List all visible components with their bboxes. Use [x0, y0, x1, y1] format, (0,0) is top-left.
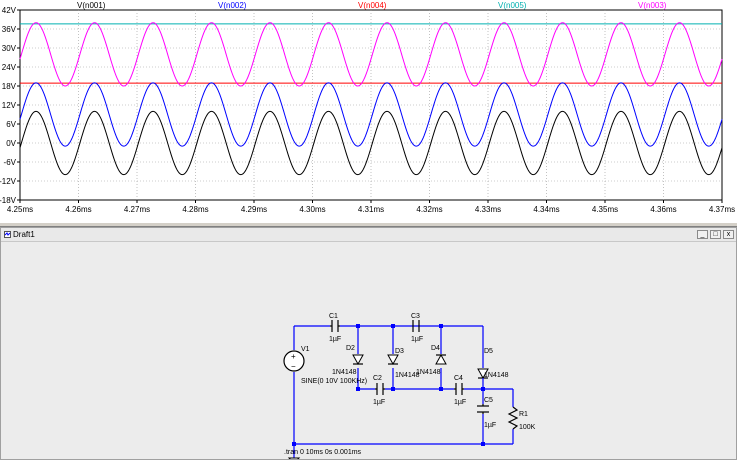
y-tick-label: 6V [6, 120, 16, 129]
schematic-title: Draft1 [13, 230, 35, 239]
junction-dot [439, 324, 443, 328]
d3-model: 1N4148 [395, 372, 420, 379]
c3-label: C3 [411, 313, 420, 320]
schematic-titlebar[interactable]: Draft1 _ □ x [1, 228, 736, 242]
capacitor-c4[interactable] [454, 383, 464, 395]
c5-label: C5 [484, 397, 493, 404]
c4-value: 1µF [454, 399, 466, 406]
y-tick-label: 0V [6, 139, 16, 148]
junction-dot [439, 387, 443, 391]
trace-label-n004[interactable]: V(n004) [358, 1, 387, 10]
r1-label: R1 [519, 411, 528, 418]
trace-label-n003[interactable]: V(n003) [638, 1, 667, 10]
junction-dot [391, 324, 395, 328]
svg-text:+: + [291, 352, 296, 361]
junction-dot [356, 324, 360, 328]
y-tick-label: 36V [2, 25, 17, 34]
resistor-r1[interactable] [507, 406, 519, 430]
diode-d4[interactable] [435, 353, 447, 368]
y-tick-label: 42V [2, 6, 17, 15]
tran-directive[interactable]: .tran 0 10ms 0s 0.001ms [284, 449, 362, 456]
trace-n002[interactable] [19, 82, 723, 147]
x-tick-label: 4.29ms [241, 205, 267, 214]
schematic-canvas[interactable]: + − C1 1µF C3 1µF C2 1µF C4 [1, 242, 736, 459]
svg-text:−: − [291, 362, 296, 371]
wires [293, 325, 514, 458]
x-tick-label: 4.25ms [7, 205, 33, 214]
junction-dot [356, 387, 360, 391]
trace-n001[interactable] [19, 110, 723, 176]
y-tick-label: 24V [2, 63, 17, 72]
junction-dot [391, 387, 395, 391]
diode-d5[interactable] [477, 368, 489, 389]
y-tick-label: -18V [0, 196, 17, 205]
junction-dot [481, 442, 485, 446]
v1-label: V1 [301, 346, 310, 353]
junction-dot [481, 387, 485, 391]
voltage-source-v1[interactable]: + − [283, 350, 305, 372]
junction-dot [292, 442, 296, 446]
capacitor-c1[interactable] [330, 320, 340, 332]
diode-d3[interactable] [387, 354, 399, 368]
y-tick-label: 18V [2, 82, 17, 91]
close-button[interactable]: x [723, 230, 734, 239]
c2-label: C2 [373, 375, 382, 382]
pane-splitter[interactable] [0, 222, 737, 227]
trace-label-n005[interactable]: V(n005) [498, 1, 527, 10]
c5-value: 1µF [484, 422, 496, 429]
maximize-button[interactable]: □ [710, 230, 721, 239]
trace-label-n001[interactable]: V(n001) [77, 1, 106, 10]
d5-model: 1N4148 [484, 372, 509, 379]
r1-value: 100K [519, 424, 536, 431]
trace-label-n002[interactable]: V(n002) [218, 1, 247, 10]
x-tick-label: 4.32ms [416, 205, 442, 214]
d4-label: D4 [431, 345, 440, 352]
x-tick-label: 4.26ms [65, 205, 91, 214]
minimize-button[interactable]: _ [697, 230, 708, 239]
c1-value: 1µF [329, 336, 341, 343]
x-tick-label: 4.28ms [182, 205, 208, 214]
schematic-window[interactable]: Draft1 _ □ x [0, 227, 737, 460]
x-tick-label: 4.31ms [358, 205, 384, 214]
x-tick-label: 4.30ms [299, 205, 325, 214]
y-tick-label: -6V [4, 158, 17, 167]
x-tick-label: 4.37ms [709, 205, 735, 214]
x-tick-label: 4.36ms [650, 205, 676, 214]
trace-n003[interactable] [19, 22, 723, 87]
d3-label: D3 [395, 348, 404, 355]
d5-label: D5 [484, 348, 493, 355]
d2-label: D2 [346, 345, 355, 352]
x-tick-label: 4.35ms [592, 205, 618, 214]
diode-d2[interactable] [352, 354, 364, 368]
capacitor-c2[interactable] [375, 383, 385, 395]
d4-model: 1N4148 [416, 369, 441, 376]
y-tick-label: 12V [2, 101, 17, 110]
c3-value: 1µF [411, 336, 423, 343]
x-tick-label: 4.34ms [533, 205, 559, 214]
x-tick-label: 4.27ms [124, 205, 150, 214]
c4-label: C4 [454, 375, 463, 382]
capacitor-c3[interactable] [412, 320, 420, 332]
c2-value: 1µF [373, 399, 385, 406]
schematic-icon [4, 231, 11, 238]
capacitor-c5[interactable] [477, 404, 489, 414]
y-tick-label: 30V [2, 44, 17, 53]
y-tick-label: -12V [0, 177, 17, 186]
junctions [292, 324, 485, 446]
v1-value: SINE(0 10V 100KHz) [301, 378, 367, 385]
c1-label: C1 [329, 313, 338, 320]
x-tick-label: 4.33ms [475, 205, 501, 214]
d2-model: 1N4148 [332, 369, 357, 376]
ground-symbol[interactable] [287, 457, 301, 459]
